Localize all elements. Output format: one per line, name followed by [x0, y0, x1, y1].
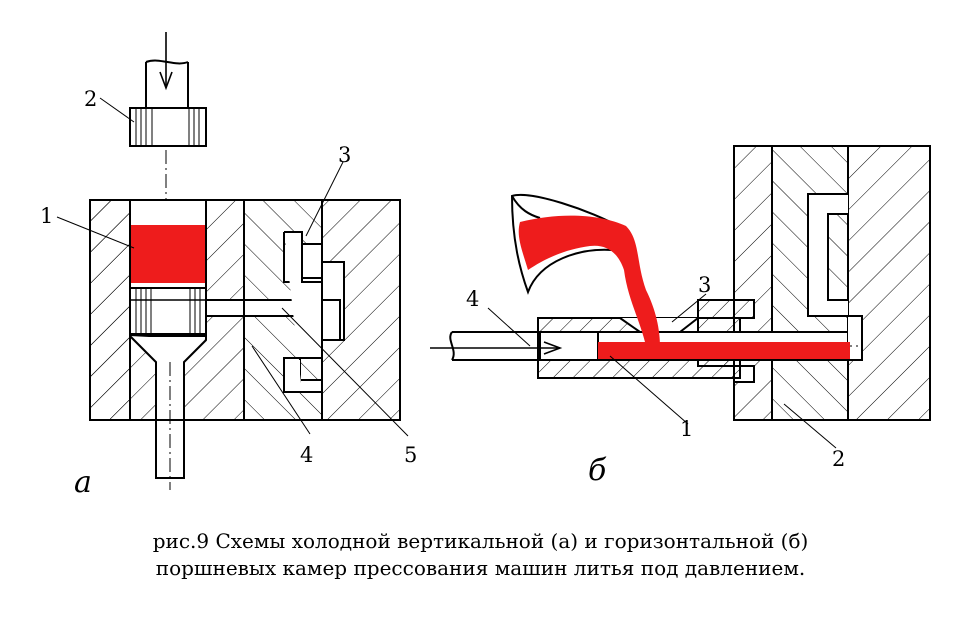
b-leaders	[487, 293, 837, 449]
subfigure-label-b: б	[588, 453, 607, 488]
subfigure-label-a: а	[74, 465, 92, 500]
label-a-5: 5	[404, 443, 417, 467]
label-b-1: 1	[680, 417, 693, 441]
caption-line-2: поршневых камер прессования машин литья …	[155, 556, 806, 580]
label-b-2: 2	[832, 447, 845, 471]
label-a-3: 3	[338, 143, 351, 167]
label-b-3: 3	[698, 273, 711, 297]
a-number-labels: 2 1 3 4 5 а	[40, 87, 417, 500]
molten-metal-b	[518, 215, 850, 359]
moving-die-half	[847, 145, 931, 421]
label-b-4: 4	[466, 287, 479, 311]
a-leaders	[56, 97, 409, 437]
counter-piston	[129, 287, 207, 335]
caption-line-1: рис.9 Схемы холодной вертикальной (а) и …	[152, 529, 809, 553]
label-a-4: 4	[300, 443, 313, 467]
metal-charge	[131, 225, 205, 283]
label-a-2: 2	[84, 87, 97, 111]
horizontal-chamber-figure	[430, 145, 931, 421]
piston-2	[129, 107, 207, 147]
vertical-chamber-figure	[56, 32, 409, 490]
figure-caption: рис.9 Схемы холодной вертикальной (а) и …	[0, 528, 961, 582]
top-rod	[145, 32, 189, 108]
b-number-labels: 4 3 1 2 б	[466, 273, 845, 488]
label-a-1: 1	[40, 204, 53, 228]
